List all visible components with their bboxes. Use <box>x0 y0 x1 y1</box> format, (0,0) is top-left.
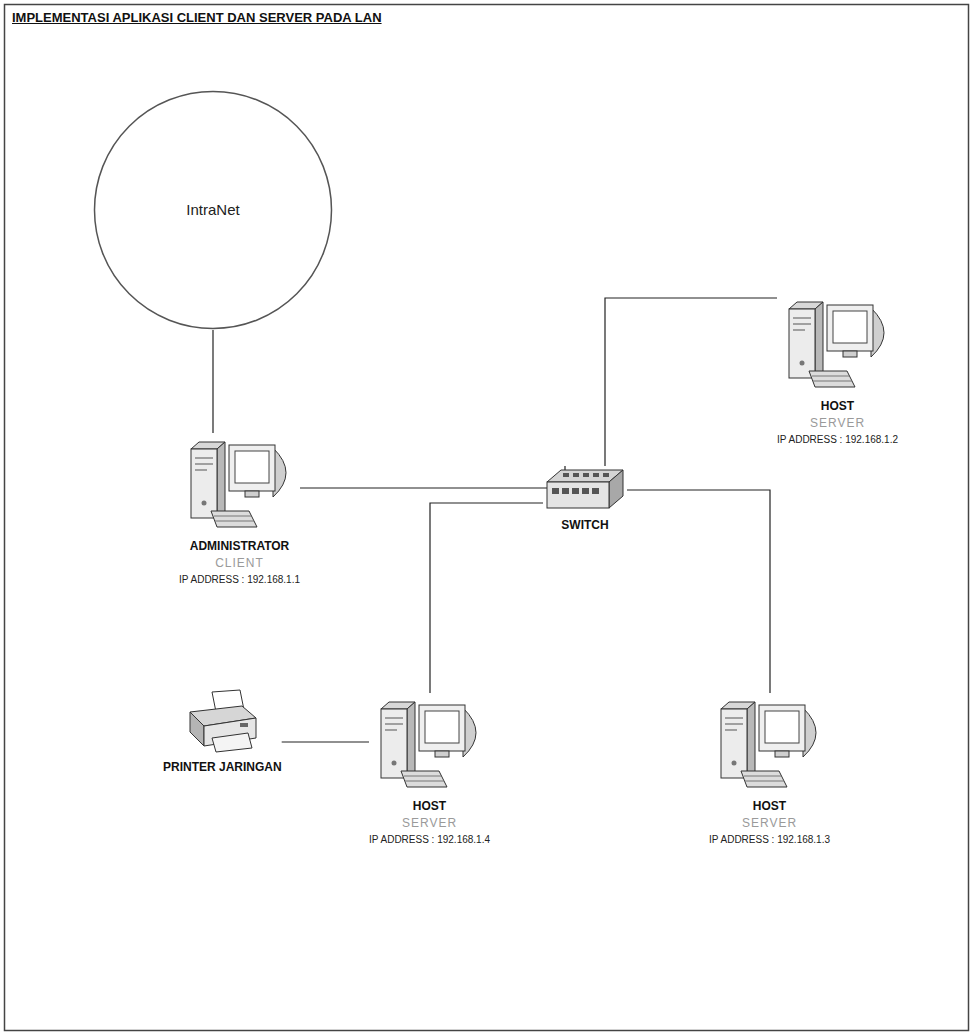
node-label: IP ADDRESS : 192.168.1.2 <box>777 434 898 447</box>
computer-node: HOST SERVER IP ADDRESS : 192.168.1.2 <box>777 293 898 447</box>
computer-node-icon <box>783 293 893 393</box>
network-cable <box>282 741 369 742</box>
node-label: SERVER <box>402 816 457 831</box>
node-label: IP ADDRESS : 192.168.1.1 <box>179 574 300 587</box>
node-label: HOST <box>821 399 854 414</box>
network-printer-icon <box>182 688 262 754</box>
node-label: HOST <box>413 799 446 814</box>
node-label: IP ADDRESS : 192.168.1.3 <box>709 834 830 847</box>
network-cloud: IntraNet <box>93 90 333 330</box>
network-cable <box>430 503 543 693</box>
node-label: ADMINISTRATOR <box>190 539 290 554</box>
node-label: SERVER <box>742 816 797 831</box>
computer-node: HOST SERVER IP ADDRESS : 192.168.1.3 <box>709 693 830 847</box>
node-label: CLIENT <box>215 556 264 571</box>
node-label: PRINTER JARINGAN <box>163 760 282 775</box>
network-printer: PRINTER JARINGAN <box>163 688 282 775</box>
node-label: SWITCH <box>561 518 608 533</box>
computer-node: ADMINISTRATOR CLIENT IP ADDRESS : 192.168.… <box>179 433 300 587</box>
network-cable <box>212 330 213 433</box>
computer-node-icon <box>715 693 825 793</box>
node-label: SERVER <box>810 416 865 431</box>
node-label: IntraNet <box>186 201 239 220</box>
computer-node-icon <box>185 433 295 533</box>
network-cable <box>627 490 770 693</box>
network-cable <box>300 466 565 488</box>
node-label: HOST <box>753 799 786 814</box>
diagram-title: IMPLEMENTASI APLIKASI CLIENT DAN SERVER … <box>12 10 382 25</box>
node-label: IP ADDRESS : 192.168.1.4 <box>369 834 490 847</box>
computer-node-icon <box>375 693 485 793</box>
network-switch-icon <box>543 466 627 512</box>
computer-node: HOST SERVER IP ADDRESS : 192.168.1.4 <box>369 693 490 847</box>
network-cable <box>605 298 777 466</box>
network-switch: SWITCH <box>543 466 627 533</box>
